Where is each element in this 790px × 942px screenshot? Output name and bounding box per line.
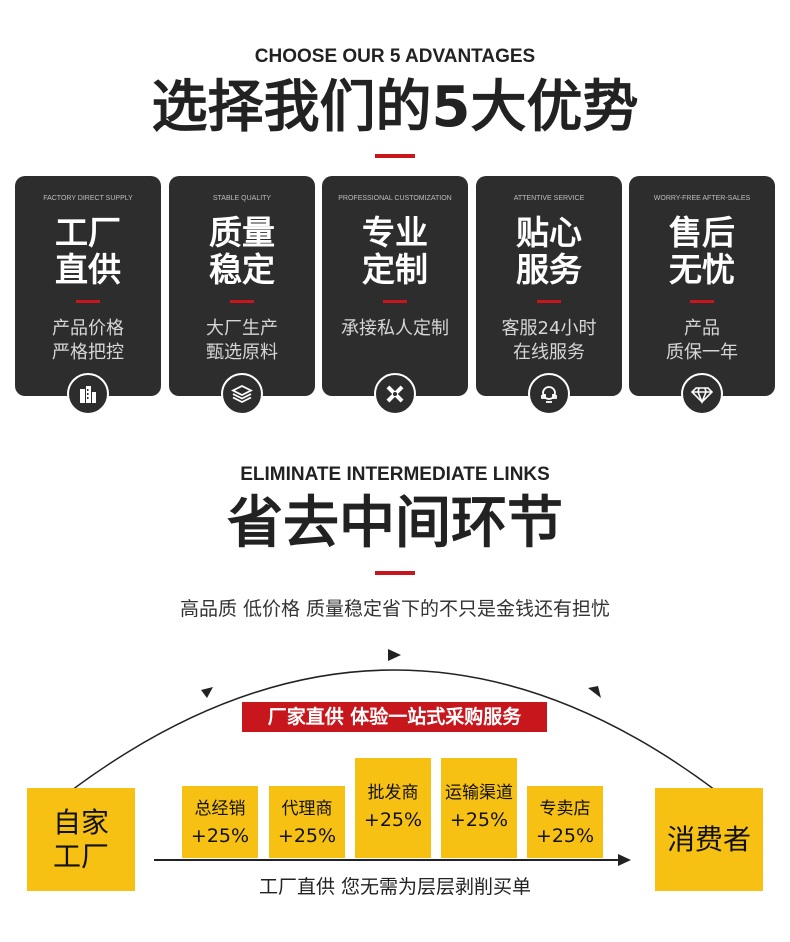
headset-icon — [528, 373, 570, 415]
direct-supply-banner: 厂家直供 体验一站式采购服务 — [242, 702, 547, 732]
card-subtext: 承接私人定制 — [341, 318, 449, 339]
card-subtext: 产品质保一年 — [666, 318, 738, 363]
card-title: 工厂直供 — [55, 213, 121, 289]
card-title: 售后无忧 — [669, 213, 735, 289]
middleman-box: 专卖店 +25% — [527, 786, 603, 858]
card-subtext: 大厂生产甄选原料 — [206, 318, 278, 363]
middleman-box: 总经销 +25% — [182, 786, 258, 858]
card-red-line — [690, 300, 714, 303]
building-icon — [67, 373, 109, 415]
layers-icon — [221, 373, 263, 415]
card-en-label: PROFESSIONAL CUSTOMIZATION — [338, 195, 452, 202]
factory-box: 自家 工厂 — [27, 788, 135, 891]
card-en-label: WORRY-FREE AFTER-SALES — [653, 195, 751, 202]
section2-cn-title: 省去中间环节 — [227, 491, 563, 556]
card-en-label: ATTENTIVE SERVICE — [513, 195, 585, 202]
card-title: 贴心服务 — [516, 213, 582, 289]
advantages-cards: FACTORY DIRECT SUPPLY 工厂直供 产品价格严格把控 STAB… — [15, 176, 775, 436]
card-subtext: 产品价格严格把控 — [52, 318, 124, 363]
advantage-card: FACTORY DIRECT SUPPLY 工厂直供 产品价格严格把控 — [15, 176, 161, 415]
bottom-note: 工厂直供 您无需为层层剥削买单 — [258, 876, 532, 898]
card-title: 质量稳定 — [209, 213, 275, 289]
card-red-line — [537, 300, 561, 303]
middleman-box: 运输渠道 +25% — [441, 758, 517, 858]
section1-cn-title: 选择我们的5大优势 — [151, 75, 639, 140]
arc-arrow-icon — [201, 687, 213, 698]
card-red-line — [383, 300, 407, 303]
consumer-box: 消费者 — [655, 788, 763, 891]
arc-arrow-icon — [588, 686, 601, 698]
advantage-card: ATTENTIVE SERVICE 贴心服务 客服24小时在线服务 — [476, 176, 622, 415]
section1-red-divider — [375, 154, 415, 158]
middleman-box: 代理商 +25% — [269, 786, 345, 858]
section1-en-title: CHOOSE OUR 5 ADVANTAGES — [254, 46, 536, 67]
pencil-ruler-icon — [374, 373, 416, 415]
arrow-right-icon — [618, 854, 631, 866]
card-title: 专业定制 — [362, 213, 428, 289]
section2-red-divider — [375, 571, 415, 575]
diamond-icon — [681, 373, 723, 415]
flow-arc — [71, 649, 716, 791]
direct-arrow — [154, 854, 631, 866]
section2-subtitle: 高品质 低价格 质量稳定省下的不只是金钱还有担忧 — [179, 598, 611, 620]
middleman-box: 批发商 +25% — [355, 758, 431, 858]
section2-en-title: ELIMINATE INTERMEDIATE LINKS — [240, 464, 550, 485]
card-en-label: STABLE QUALITY — [212, 195, 272, 202]
advantage-card: PROFESSIONAL CUSTOMIZATION 专业定制 承接私人定制 — [322, 176, 468, 415]
card-red-line — [230, 300, 254, 303]
advantage-card: WORRY-FREE AFTER-SALES 售后无忧 产品质保一年 — [629, 176, 775, 415]
advantage-card: STABLE QUALITY 质量稳定 大厂生产甄选原料 — [169, 176, 315, 415]
card-red-line — [76, 300, 100, 303]
card-subtext: 客服24小时在线服务 — [501, 318, 597, 363]
card-en-label: FACTORY DIRECT SUPPLY — [43, 195, 133, 202]
arc-arrow-icon — [388, 649, 401, 661]
